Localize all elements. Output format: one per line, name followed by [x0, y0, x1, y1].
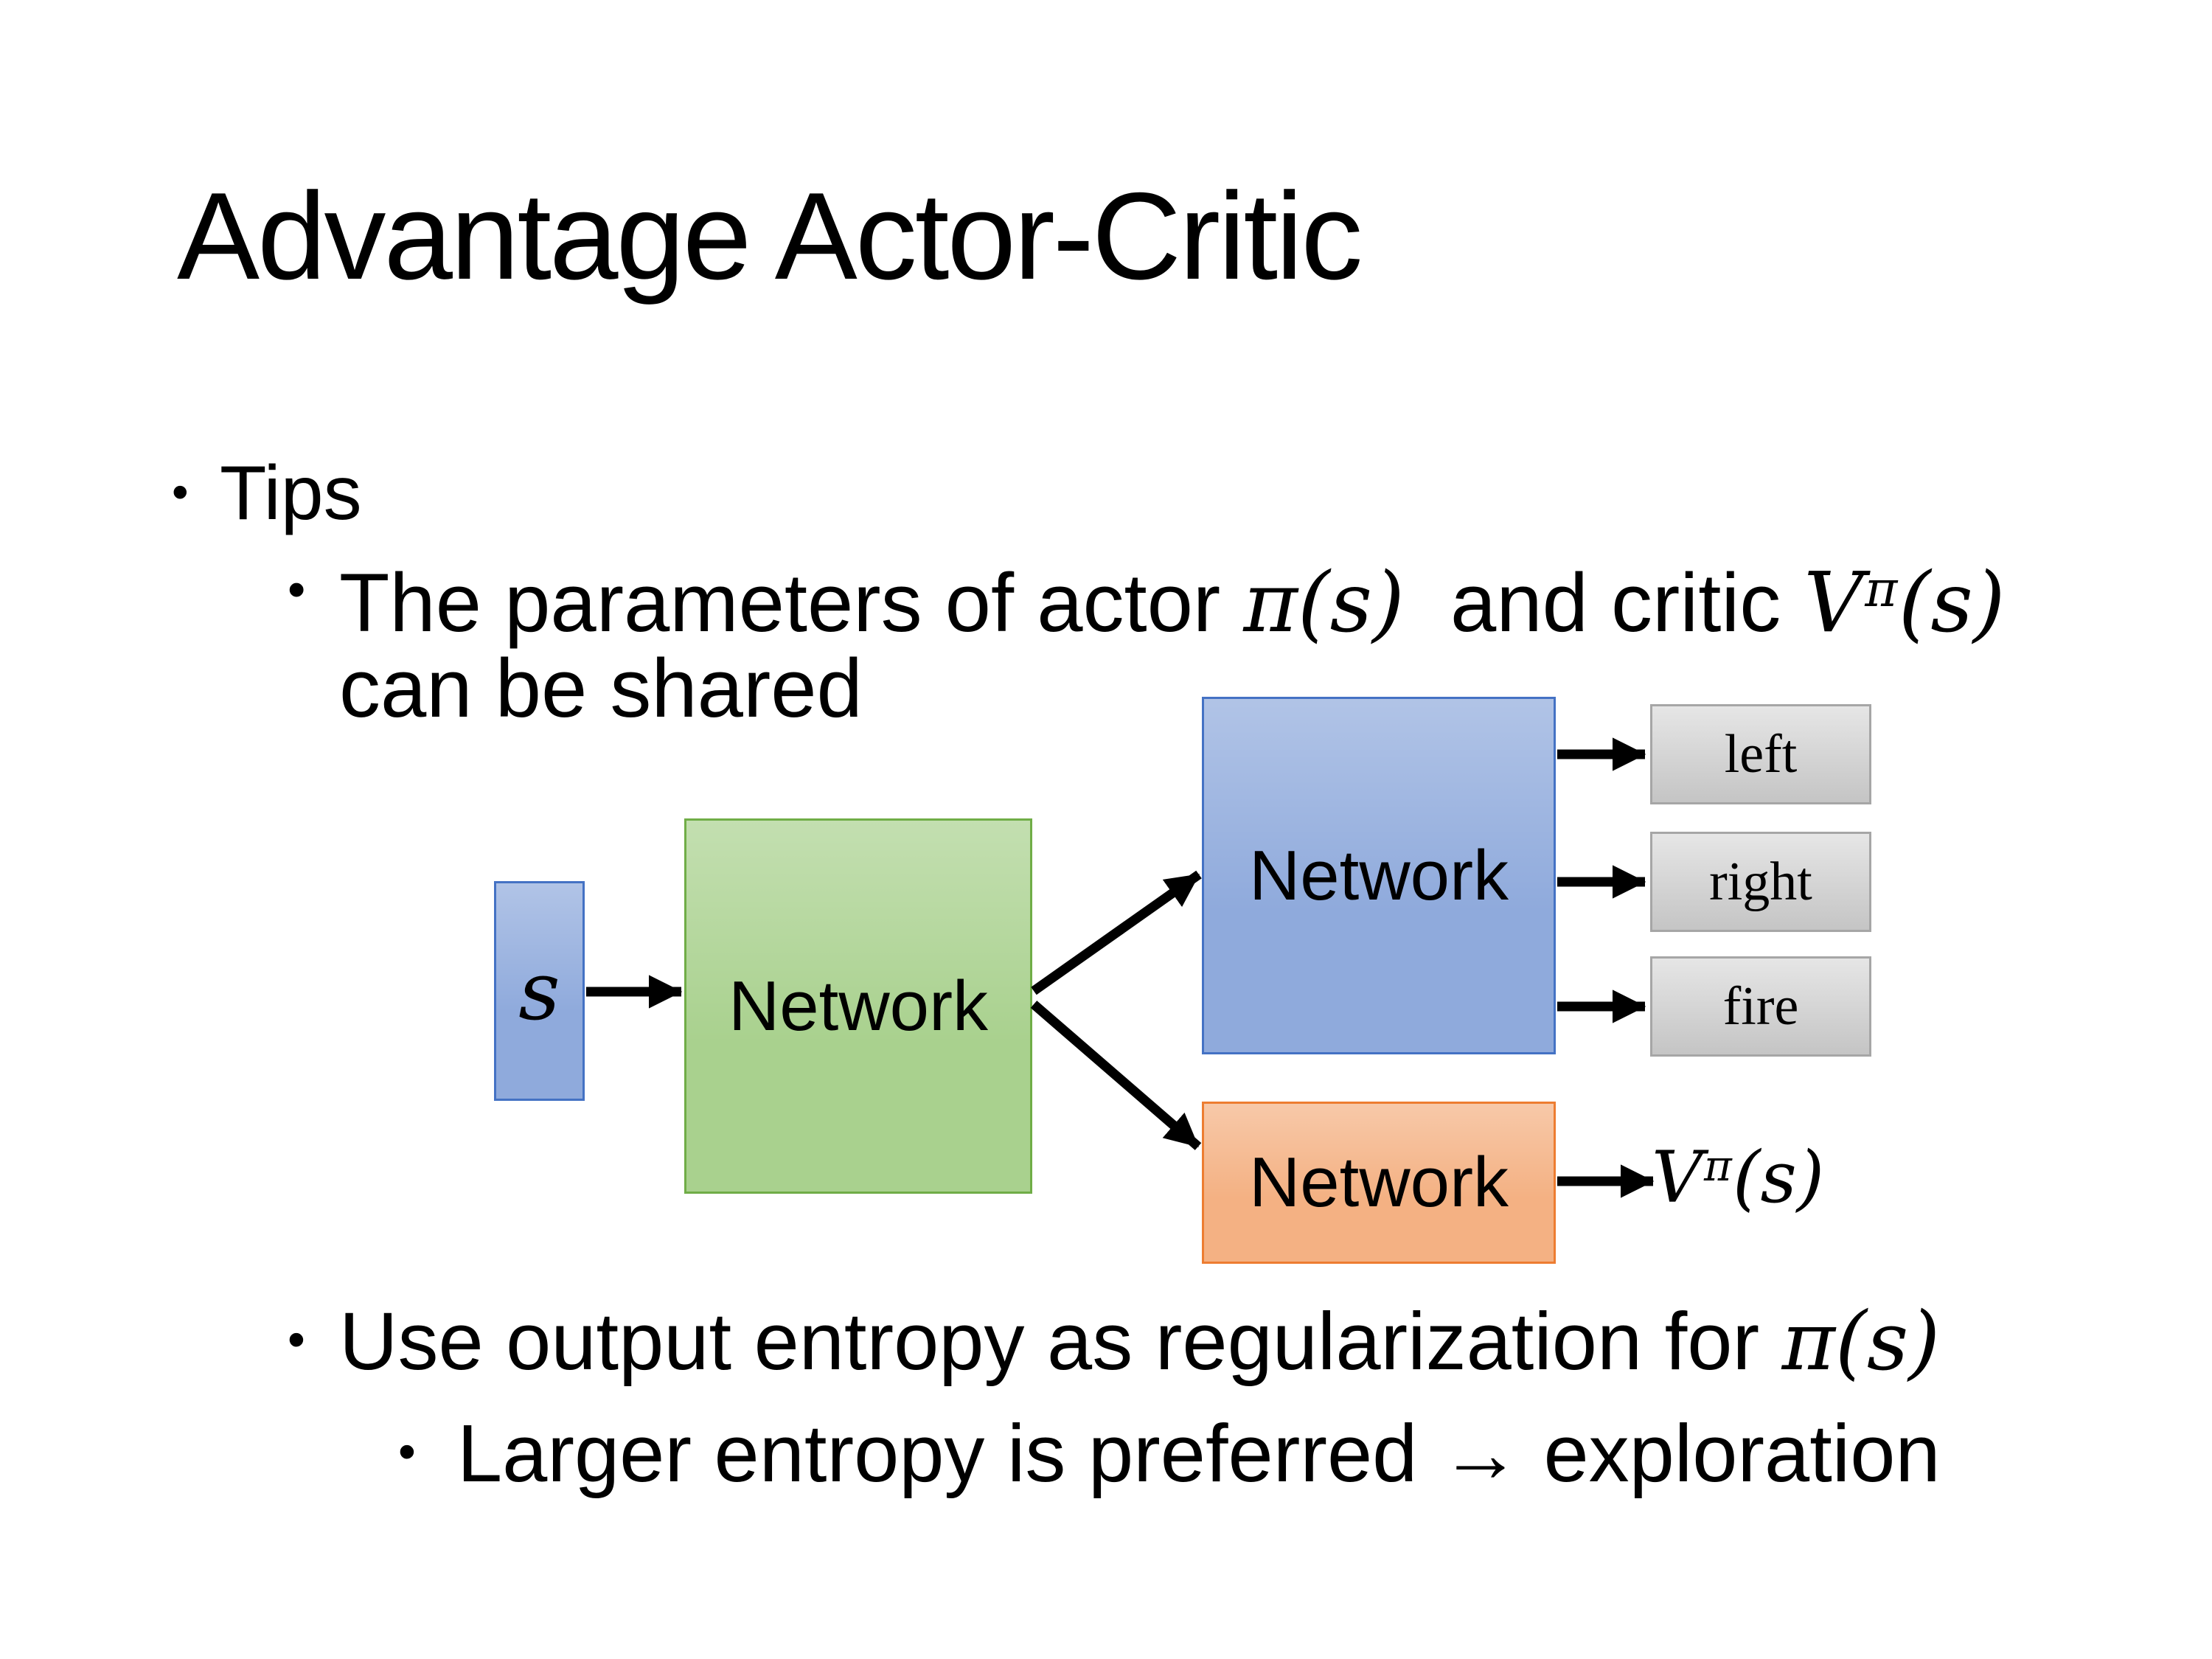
math-V-arg: (s) [1898, 555, 2006, 651]
math-pi-s: π(s) [1781, 1294, 1941, 1388]
math-V: V [1652, 1136, 1703, 1219]
critic-network-label: Network [1248, 1143, 1509, 1222]
shared-network-label: Network [728, 966, 989, 1046]
param-text-prefix: The parameters of actor [339, 557, 1244, 649]
bullet-shared-parameters: • The parameters of actor π(s) and criti… [288, 560, 2006, 731]
page-title: Advantage Actor-Critic [177, 167, 1363, 305]
actor-network-label: Network [1248, 835, 1509, 915]
bullet-icon: • [172, 465, 189, 518]
math-V: V [1804, 555, 1864, 651]
math-V-arg: (s) [1733, 1136, 1825, 1219]
arrow-shared-to-critic [1030, 1001, 1202, 1150]
param-text-line2: can be shared [339, 642, 863, 734]
action-label-fire: fire [1722, 975, 1799, 1037]
shared-parameters-text: The parameters of actor π(s) and critic … [339, 560, 2006, 731]
shared-network-box: Network [684, 818, 1032, 1194]
larger-entropy-text: Larger entropy is preferred → exploratio… [457, 1408, 1941, 1499]
bullet-icon: • [398, 1424, 416, 1480]
state-input-box: s [494, 881, 585, 1101]
value-output-label: Vπ(s) [1652, 1136, 1825, 1219]
math-pi-s: π(s) [1243, 555, 1405, 651]
arrow-shared-to-actor [1031, 870, 1202, 995]
actor-network-box: Network [1202, 697, 1556, 1054]
action-label-right: right [1709, 851, 1812, 912]
bullet-tips: • Tips [172, 451, 362, 536]
critic-network-box: Network [1202, 1102, 1556, 1264]
bullet-icon: • [288, 560, 306, 618]
entropy-text-prefix: Use output entropy as regularization for [339, 1296, 1782, 1387]
param-text-mid: and critic [1404, 557, 1804, 649]
tips-label: Tips [220, 451, 362, 536]
action-box-right: right [1650, 832, 1871, 932]
bullet-entropy-regularization: • Use output entropy as regularization f… [288, 1299, 1940, 1383]
bullet-larger-entropy: • Larger entropy is preferred → explorat… [398, 1408, 1941, 1499]
math-V-sup-pi: π [1865, 560, 1898, 619]
action-box-fire: fire [1650, 956, 1871, 1057]
action-label-left: left [1724, 723, 1798, 785]
state-label: s [518, 944, 560, 1038]
entropy-regularization-text: Use output entropy as regularization for… [339, 1299, 1940, 1383]
bullet-icon: • [288, 1312, 305, 1368]
math-V-sup-pi: π [1704, 1141, 1732, 1192]
action-box-left: left [1650, 704, 1871, 804]
